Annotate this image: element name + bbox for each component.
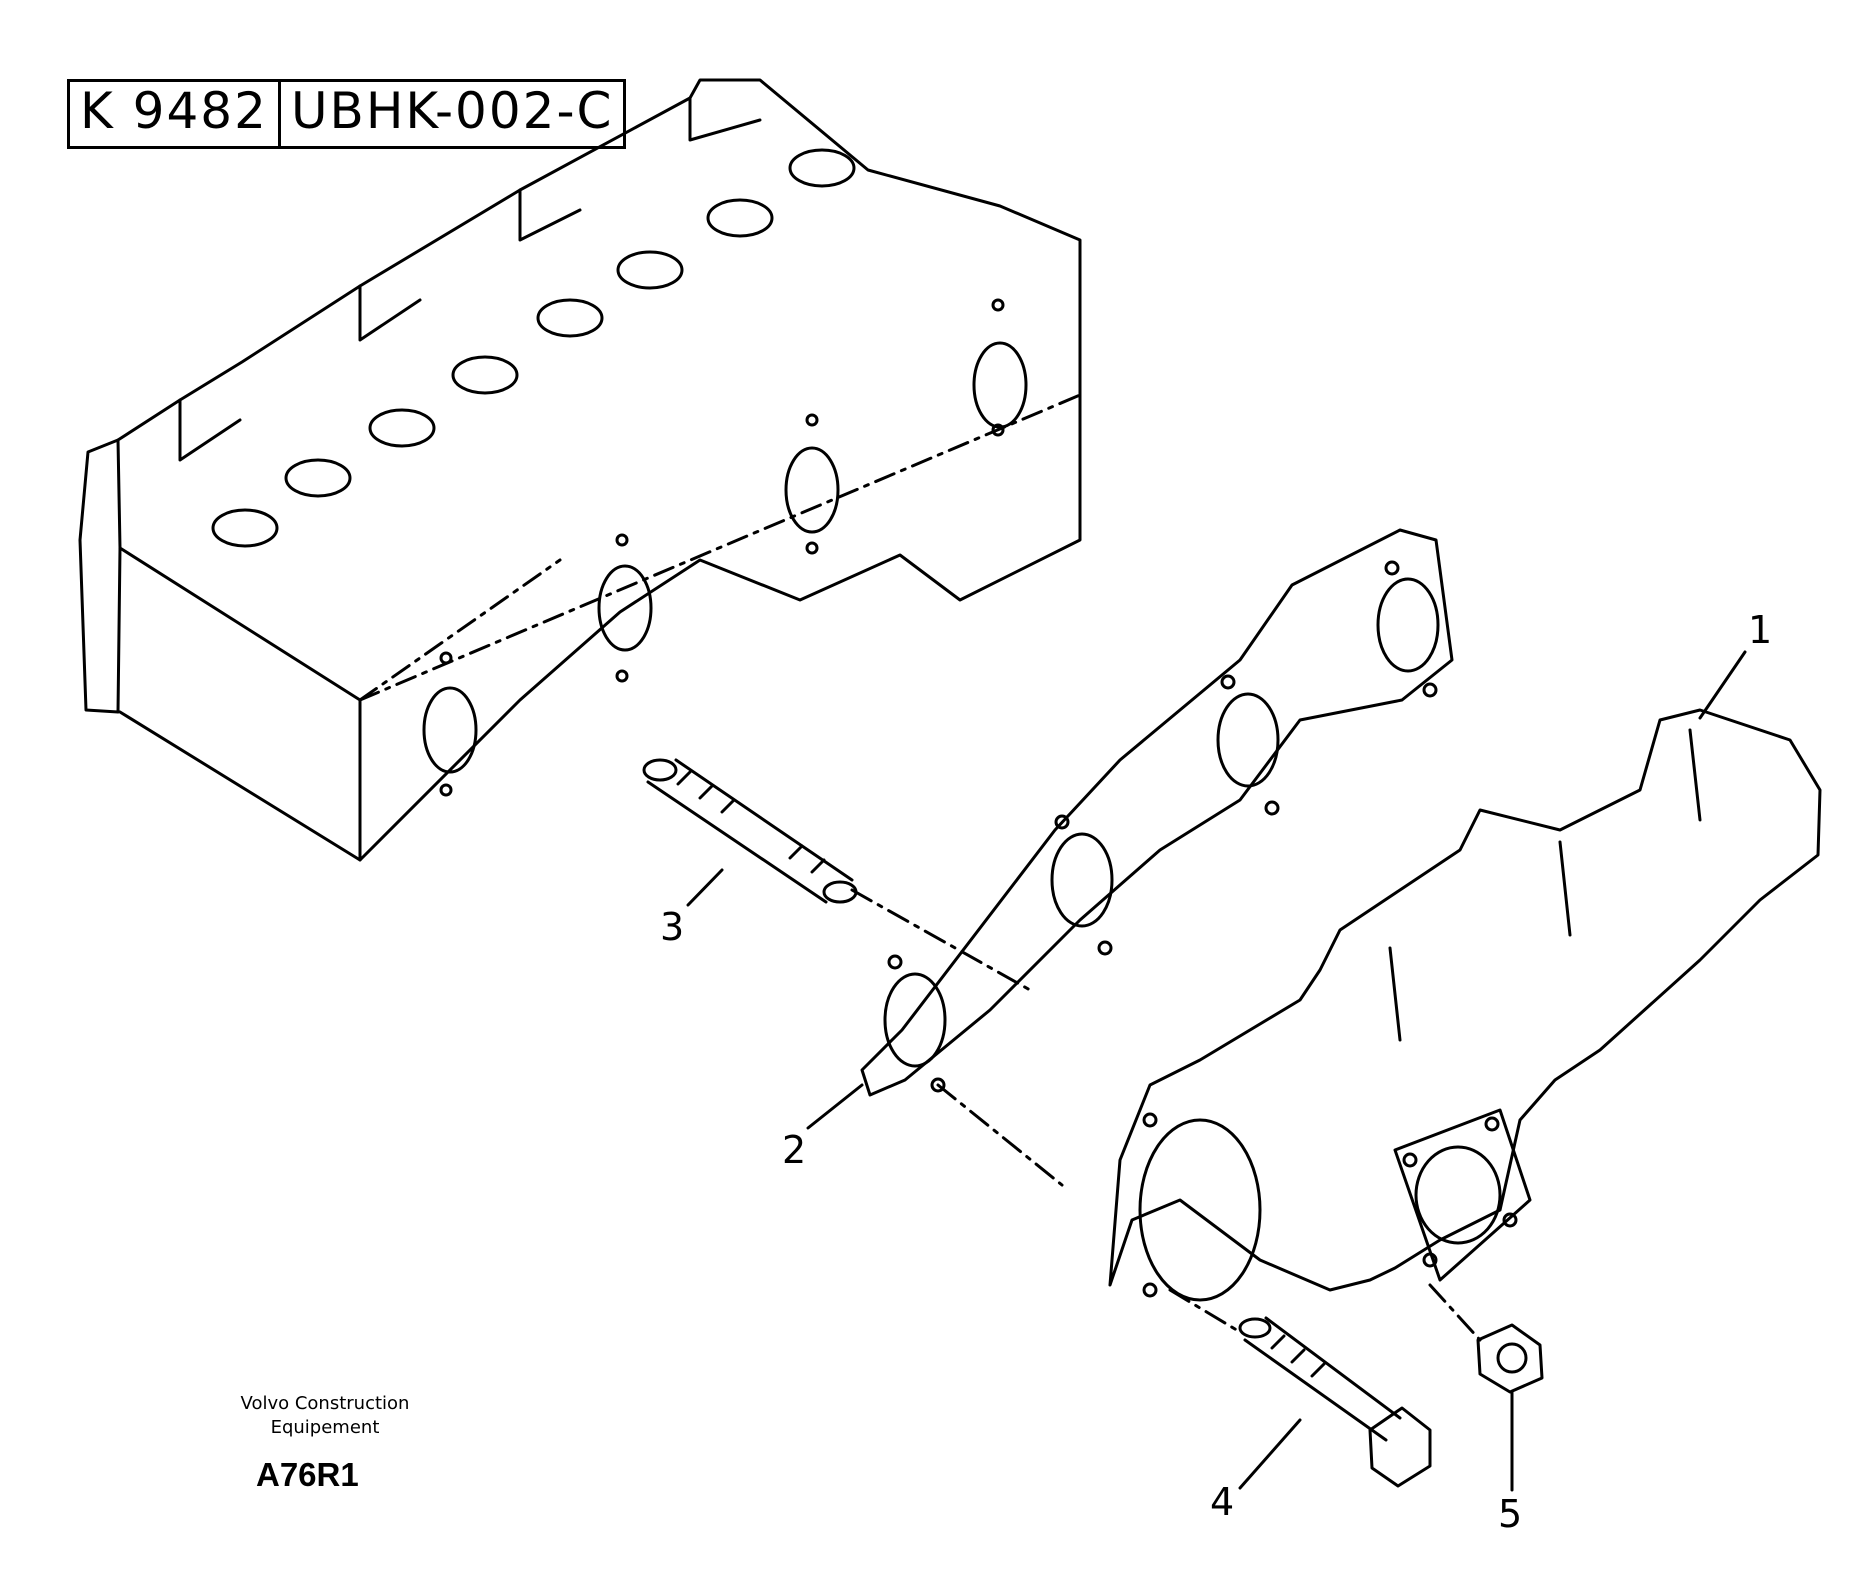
centerline — [850, 888, 1032, 992]
manufacturer-name-line2: Equipement — [270, 1417, 380, 1438]
manufacturer-label: Volvo Construction Equipement — [215, 1392, 435, 1440]
leader-line-4 — [1238, 1418, 1302, 1490]
leader-line-2 — [806, 1083, 864, 1130]
exhaust-manifold — [1108, 708, 1822, 1302]
manufacturer-name: Volvo Construction — [240, 1393, 410, 1414]
callout-2: 2 — [782, 1128, 807, 1172]
reference-code-box: K 9482 UBHK-002-C — [67, 79, 627, 149]
leader-line-3 — [686, 868, 724, 907]
callout-1: 1 — [1748, 608, 1773, 652]
drawing-number: K 9482 — [80, 82, 268, 140]
cylinder-head — [78, 78, 1082, 862]
centerline — [1168, 1288, 1242, 1334]
screw — [1238, 1316, 1432, 1488]
stud — [642, 758, 858, 904]
callout-4: 4 — [1210, 1480, 1235, 1524]
nut — [1476, 1323, 1544, 1394]
gasket — [860, 528, 1454, 1097]
figure-code: A76R1 — [256, 1456, 359, 1493]
callout-5: 5 — [1498, 1492, 1523, 1536]
leader-line-1 — [1698, 650, 1747, 720]
centerline — [1428, 1283, 1482, 1342]
centerline — [936, 1083, 1064, 1187]
callout-3: 3 — [660, 905, 685, 949]
illustration-code: UBHK-002-C — [277, 82, 623, 146]
